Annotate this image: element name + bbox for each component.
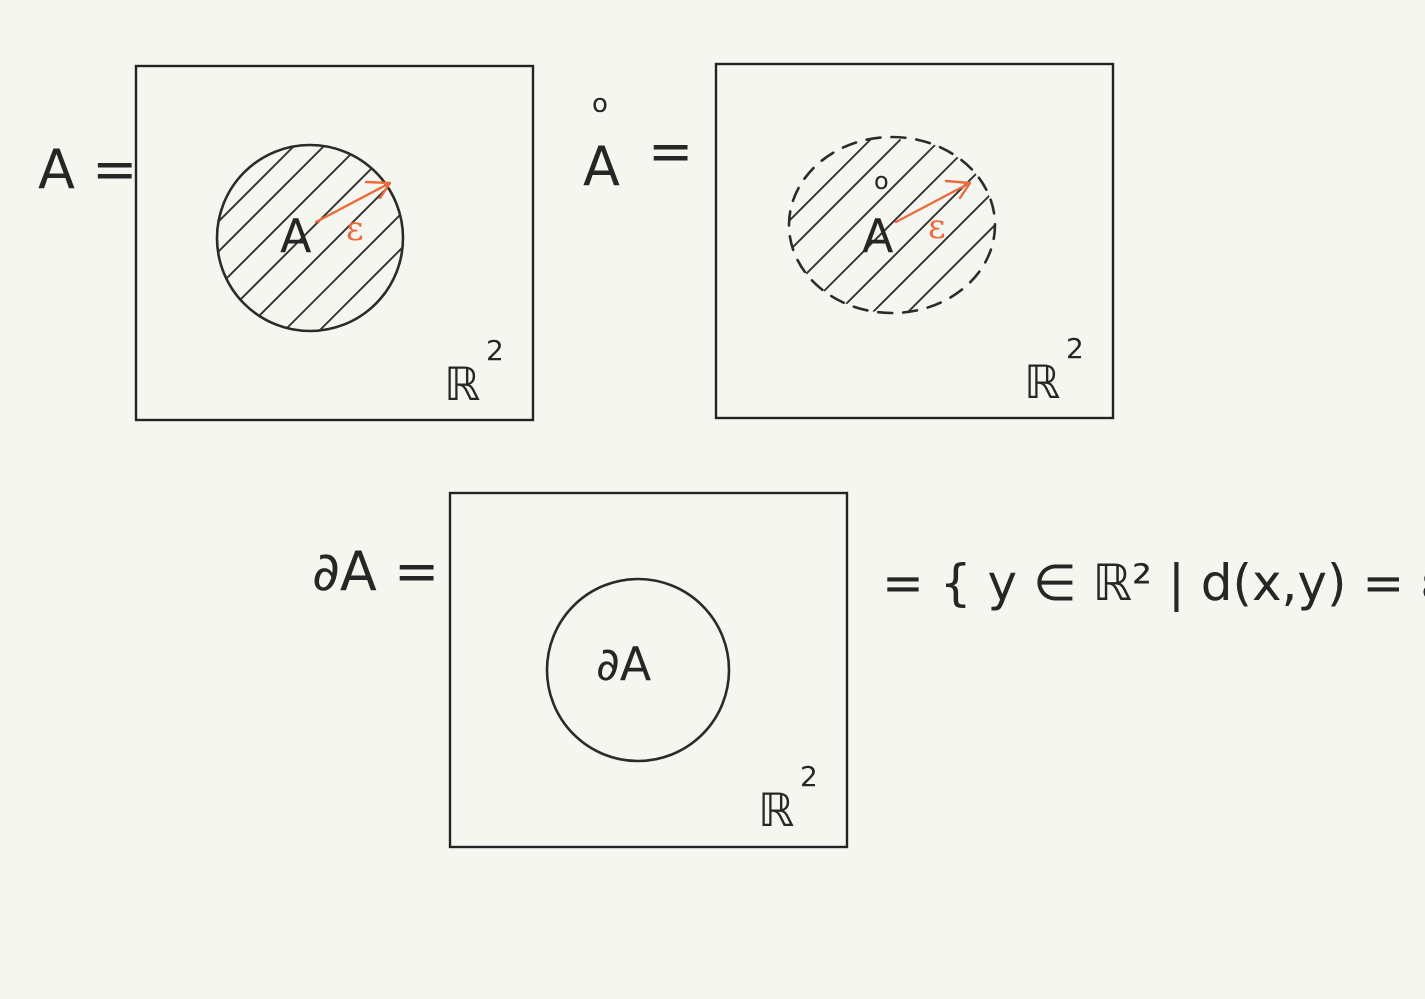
hatching-interior bbox=[789, 139, 995, 313]
boundary-set-formula: = { y ∈ ℝ² | d(x,y) = ε } bbox=[882, 554, 1425, 612]
epsilon-label-interior: ε bbox=[928, 207, 946, 247]
r2-label-a: ℝ bbox=[444, 357, 480, 411]
r2-frame-boundary bbox=[448, 491, 849, 849]
boundary-circle-label: ∂A bbox=[596, 637, 652, 691]
r2-power-boundary: 2 bbox=[800, 760, 818, 793]
r2-power-a: 2 bbox=[486, 334, 504, 367]
set-a-region-label: A bbox=[280, 209, 312, 263]
radius-arrow-interior bbox=[894, 179, 972, 224]
interior-equals: = bbox=[648, 120, 693, 183]
panel-set-a: A = A ε ℝ 2 bbox=[38, 64, 535, 422]
r2-label-interior: ℝ bbox=[1024, 355, 1060, 409]
interior-region-label: A bbox=[862, 209, 894, 263]
r2-frame-a bbox=[134, 64, 535, 422]
epsilon-label-a: ε bbox=[346, 209, 364, 249]
boundary-circle bbox=[545, 577, 731, 763]
r2-label-boundary: ℝ bbox=[758, 783, 794, 837]
panel-boundary: ∂A = ∂A ℝ 2 = { y ∈ ℝ² | d(x,y) = ε } bbox=[312, 491, 1425, 849]
set-a-label: A = bbox=[38, 138, 137, 201]
interior-label: A bbox=[583, 135, 620, 198]
set-a-disk bbox=[215, 143, 405, 333]
interior-dashed-boundary bbox=[787, 135, 997, 315]
radius-arrow-a bbox=[314, 180, 392, 224]
panel-interior: o A = o A ε ℝ 2 bbox=[583, 62, 1115, 420]
r2-frame-interior bbox=[714, 62, 1115, 420]
interior-mark: o bbox=[592, 89, 608, 119]
r2-power-interior: 2 bbox=[1066, 332, 1084, 365]
boundary-label: ∂A = bbox=[312, 540, 439, 603]
interior-region-mark: o bbox=[874, 167, 889, 195]
